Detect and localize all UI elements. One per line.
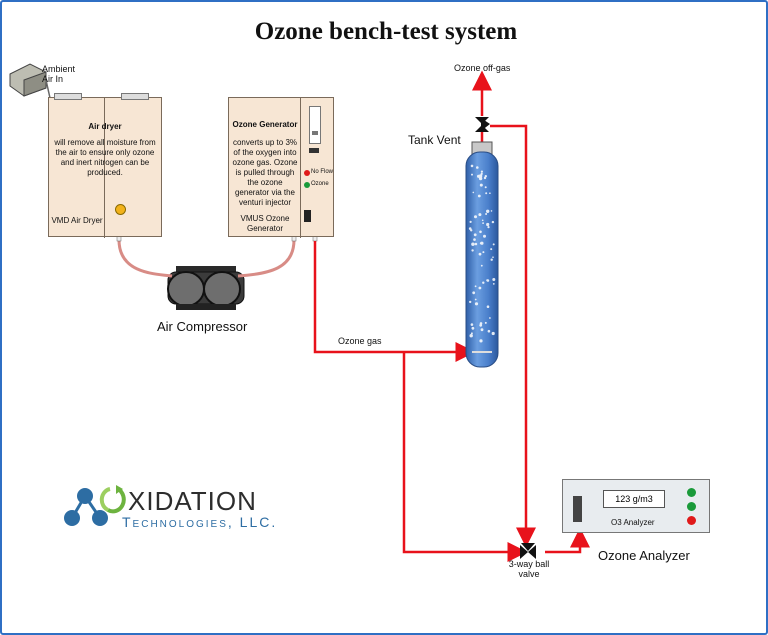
ozone-indicator-light [304,182,310,188]
air-dryer-heading: Air dryer [88,122,122,131]
ambient-air-in-label: Ambient Air In [42,64,76,85]
tank-vent-valve [475,117,490,132]
compressor-generator-hose [237,239,296,278]
air-compressor-graphic [167,266,245,310]
analyzer-readout: 123 g/m3 [603,490,665,508]
ozone-gas-label: Ozone gas [338,336,382,346]
ozone-indicator-label: Ozone [311,181,329,187]
ozone-gas-piping [313,70,590,562]
ball-valve-label: 3-way ball valve [508,559,550,580]
ozone-offgas-label: Ozone off-gas [454,63,511,73]
diagram-title: Ozone bench-test system [254,18,518,45]
flowmeter-tube [309,106,321,144]
ozone-generator-description: converts up to 3% of the oxygen into ozo… [232,138,298,207]
analyzer-light-green-1 [687,488,696,497]
analyzer-slot [573,496,582,522]
oxidation-logo-mark [64,485,126,526]
flowmeter-knob [309,148,319,153]
ozone-tank [465,141,499,368]
analyzer-name: O3 Analyzer [611,518,655,527]
ozone-analyzer-label: Ozone Analyzer [598,548,690,563]
air-dryer-box: Air dryer will remove all moisture from … [48,93,162,238]
analyzer-light-green-2 [687,502,696,511]
ozone-generator-model: VMUS Ozone Generator [240,214,290,233]
ozone-analyzer-unit: 123 g/m3 O3 Analyzer [562,479,710,533]
air-intake-hood [9,63,51,99]
ozone-generator-box: Ozone Generator converts up to 3% of the… [228,97,334,238]
ozone-generator-heading: Ozone Generator [232,120,298,129]
dryer-compressor-hose [117,239,173,278]
generator-switch [304,210,311,222]
no-flow-label: No Flow [311,169,334,175]
analyzer-light-red [687,516,696,525]
tank-vent-label: Tank Vent [408,133,461,147]
three-way-ball-valve [520,543,536,559]
air-dryer-description: will remove all moisture from the air to… [54,138,156,177]
air-compressor-label: Air Compressor [157,319,248,334]
no-flow-indicator-light [304,170,310,176]
logo-text-secondary: Technologies, LLC. [122,514,278,530]
air-dryer-indicator [115,204,126,215]
logo-text-primary: XIDATION [128,486,257,516]
air-dryer-model: VMD Air Dryer [51,216,103,225]
